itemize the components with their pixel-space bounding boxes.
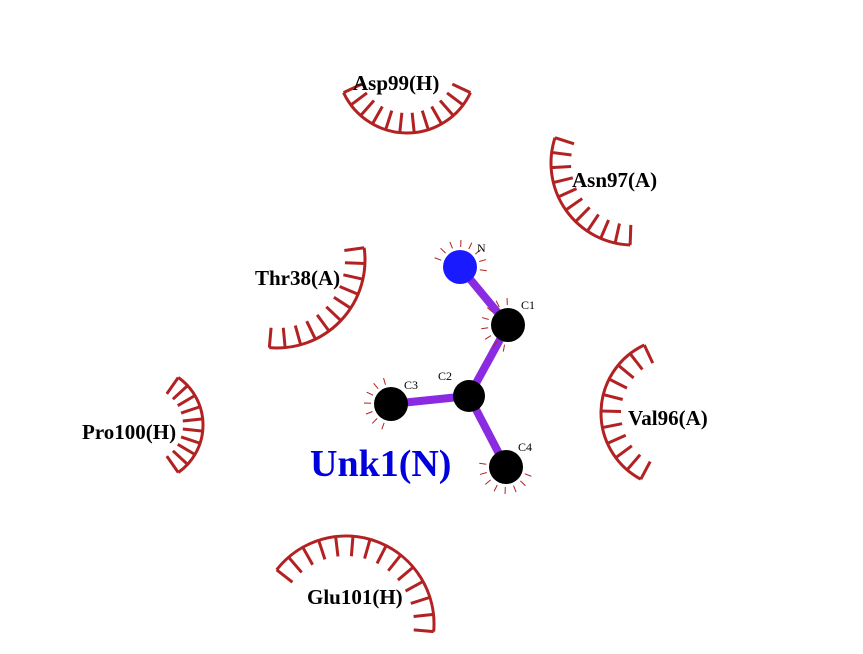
atom-spokes-c4 [479,462,532,495]
hydrophobic-arc-pro100 [165,376,205,474]
residue-label-thr38: Thr38(A) [255,266,340,290]
residue-label-asn97: Asn97(A) [572,168,657,192]
hydrophobic-arc-val96 [599,343,655,481]
atom-label-c4: C4 [518,440,532,454]
atom-spokes-n [434,239,487,272]
atom-contact-spokes [363,239,532,495]
atom-label-n: N [477,241,486,255]
atom-spokes-c3 [363,377,386,430]
hydrophobic-arc-glu101 [275,534,436,634]
atom-label-c3: C3 [404,378,418,392]
hydrophobic-arc-asp99 [342,82,472,135]
residue-label-glu101: Glu101(H) [307,585,403,609]
residue-label-val96: Val96(A) [628,406,708,430]
residue-label-asp99: Asp99(H) [353,71,439,95]
atom-c1 [491,308,525,342]
ligand-bonds [387,263,512,471]
atom-spokes-c1 [481,297,508,352]
residue-label-pro100: Pro100(H) [82,420,176,444]
atom-label-c1: C1 [521,298,535,312]
atom-label-c2: C2 [438,369,452,383]
ligand-name: Unk1(N) [310,443,451,485]
atom-c2 [453,380,485,412]
hydrophobic-arc-thr38 [267,246,367,350]
atom-n [443,250,477,284]
atom-c3 [374,387,408,421]
hydrophobic-contacts [165,82,655,634]
ligand-atoms [374,250,525,484]
hydrophobic-arc-asn97 [549,136,633,247]
atom-c4 [489,450,523,484]
